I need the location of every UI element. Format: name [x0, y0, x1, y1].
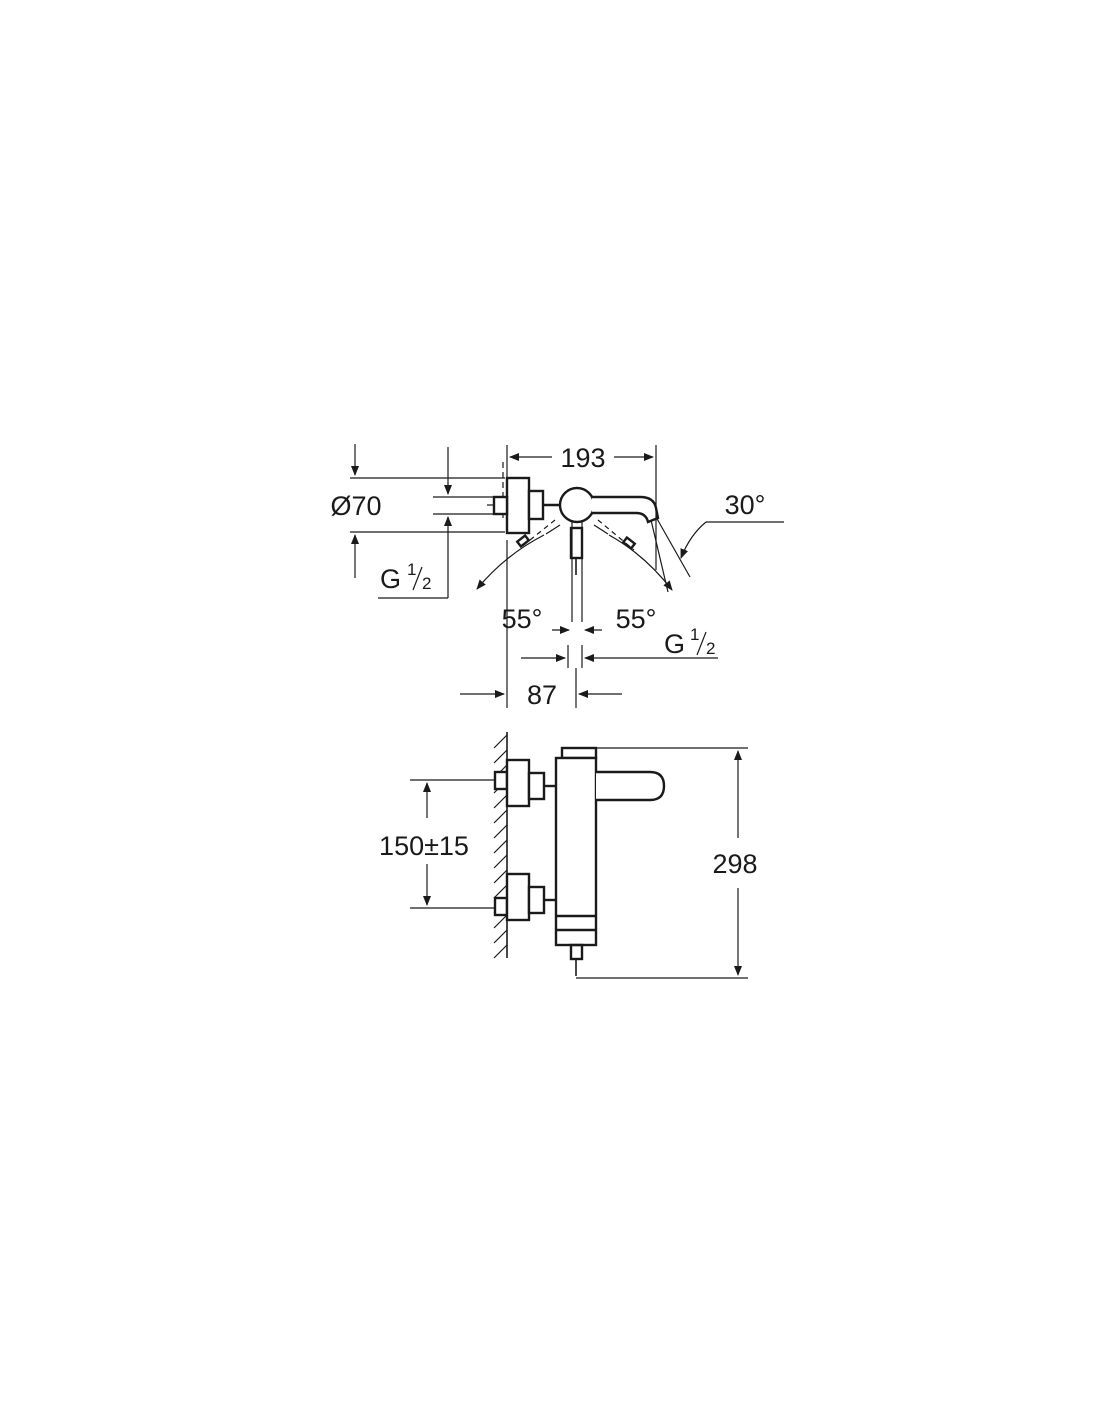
front-view: 150±15 298	[379, 732, 758, 979]
rosette-upper	[505, 758, 531, 808]
lever-top	[569, 526, 584, 560]
mixer-body-top	[558, 486, 596, 524]
g-letter-left: G	[380, 564, 401, 594]
inlet-stub-upper	[493, 770, 509, 791]
eccentric-lower	[527, 885, 546, 915]
g-num-bottom: 1	[690, 625, 699, 644]
g-num-left: 1	[407, 560, 416, 579]
dim-angle-30: 30°	[725, 490, 766, 520]
dim-193: 193	[560, 443, 605, 473]
spout-front	[596, 770, 666, 802]
dim-swivel-right-55: 55°	[616, 604, 657, 634]
dim-150-15: 150±15	[379, 831, 469, 861]
top-view: 193 Ø70 G 1 2 30° 55° 55° G 1	[330, 443, 784, 710]
g-letter-bottom: G	[664, 629, 685, 659]
dim-87: 87	[527, 680, 557, 710]
spout-top	[592, 495, 660, 524]
mixer-body-front	[554, 756, 598, 947]
eccentric-upper	[527, 771, 546, 801]
handle-cap-front	[560, 746, 598, 760]
dim-diameter-70: Ø70	[330, 491, 381, 521]
dim-298: 298	[712, 849, 757, 879]
eccentric-top	[527, 489, 545, 521]
inlet-stub-lower	[493, 896, 509, 917]
g-den-left: 2	[422, 574, 431, 593]
g-den-bottom: 2	[706, 639, 715, 658]
rosette-top	[505, 476, 531, 535]
diverter-front	[569, 943, 584, 961]
dim-swivel-left-55: 55°	[502, 604, 543, 634]
wall-hatching	[493, 734, 508, 959]
inlet-stub-top	[492, 495, 509, 516]
rosette-lower	[505, 872, 531, 922]
